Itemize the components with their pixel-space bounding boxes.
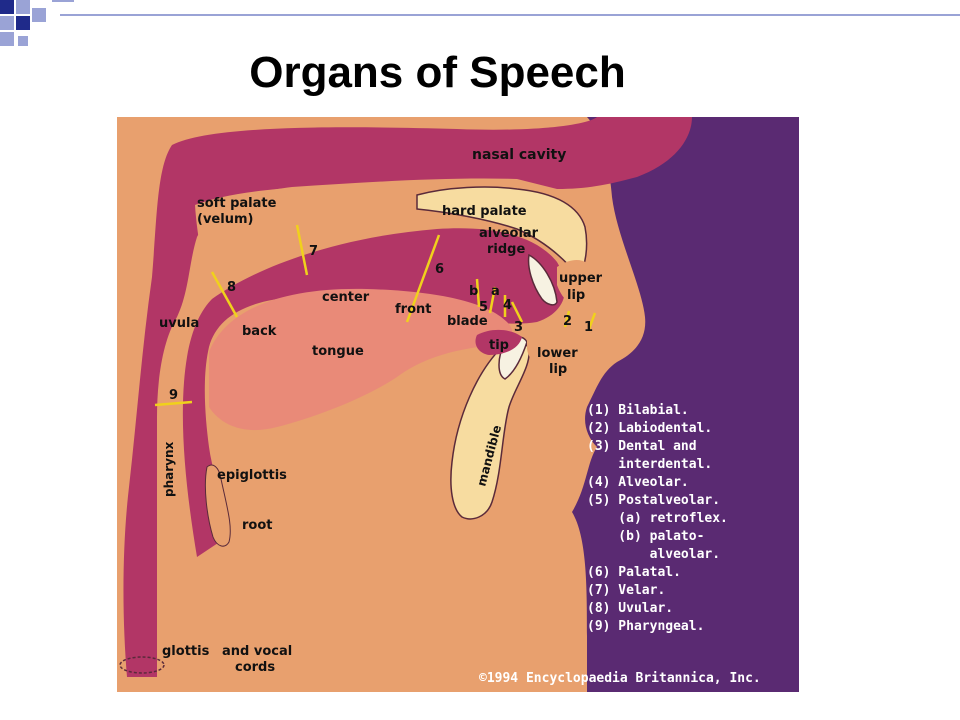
label-back: back <box>242 324 277 339</box>
number-5: 5 <box>479 300 488 315</box>
label-glottis: glottis <box>162 644 210 659</box>
soft-palate <box>195 185 527 299</box>
legend-line: (8) Uvular. <box>587 601 673 616</box>
corner-square <box>16 16 30 30</box>
corner-square <box>0 0 14 14</box>
label-upper: upper <box>559 271 603 286</box>
label-soft-palate: soft palate <box>197 196 277 211</box>
tongue-tip-shape <box>475 329 522 355</box>
label-epiglottis: epiglottis <box>217 468 287 483</box>
upper-lip-shape <box>557 260 599 308</box>
label-velum: (velum) <box>197 212 253 227</box>
corner-square <box>32 8 46 22</box>
purple-background <box>572 117 799 692</box>
legend: (1) Bilabial. (2) Labiodental. (3) Denta… <box>587 403 728 634</box>
label-front: front <box>395 302 431 317</box>
glottis-shape <box>119 656 165 674</box>
hard-palate-bone <box>416 186 588 279</box>
label-alveolar: alveolar <box>479 226 539 241</box>
legend-line: (7) Velar. <box>587 583 665 598</box>
number-3: 3 <box>514 320 523 335</box>
legend-line: (4) Alveolar. <box>587 475 689 490</box>
upper-teeth <box>527 253 558 306</box>
corner-square <box>52 0 74 2</box>
tongue-shape <box>209 288 513 431</box>
label-tongue: tongue <box>312 344 364 359</box>
label-ridge: ridge <box>487 242 525 257</box>
number-2: 2 <box>563 314 572 329</box>
label-center: center <box>322 290 370 305</box>
letter-b: b <box>469 284 478 299</box>
speech-organs-diagram: nasal cavity soft palate (velum) hard pa… <box>117 117 799 692</box>
label-blade: blade <box>447 314 488 329</box>
label-hard-palate: hard palate <box>442 204 527 219</box>
legend-line: (3) Dental and <box>587 439 697 454</box>
page-title: Organs of Speech <box>249 48 626 97</box>
label-lower-lip: lip <box>549 362 567 377</box>
epiglottis-shape <box>204 464 231 547</box>
number-7: 7 <box>309 244 318 259</box>
copyright-notice: ©1994 Encyclopaedia Britannica, Inc. <box>479 671 761 686</box>
number-1: 1 <box>584 320 593 335</box>
label-tip: tip <box>489 338 509 353</box>
label-cords: cords <box>235 660 275 675</box>
legend-line: (9) Pharyngeal. <box>587 619 704 634</box>
corner-square <box>0 16 14 30</box>
label-root: root <box>242 518 273 533</box>
legend-line: (5) Postalveolar. <box>587 493 720 508</box>
corner-square <box>18 36 28 46</box>
number-4: 4 <box>503 298 512 313</box>
legend-line: interdental. <box>587 457 712 472</box>
legend-line: (1) Bilabial. <box>587 403 689 418</box>
label-pharynx: pharynx <box>162 441 176 497</box>
label-nasal-cavity: nasal cavity <box>472 147 566 163</box>
legend-line: (6) Palatal. <box>587 565 681 580</box>
number-6: 6 <box>435 262 444 277</box>
legend-line: (a) retroflex. <box>587 511 728 526</box>
lower-lip-shape <box>527 331 584 375</box>
label-and-vocal: and vocal <box>222 644 292 659</box>
legend-line: alveolar. <box>587 547 720 562</box>
corner-rule <box>60 14 960 16</box>
letter-a: a <box>491 284 500 299</box>
legend-line: (2) Labiodental. <box>587 421 712 436</box>
corner-square <box>0 32 14 46</box>
label-uvula: uvula <box>159 316 199 331</box>
legend-line: (b) palato- <box>587 529 704 544</box>
arrows <box>154 224 597 407</box>
number-9: 9 <box>169 388 178 403</box>
label-lower: lower <box>537 346 578 361</box>
vocal-tract <box>123 117 692 677</box>
corner-square <box>16 0 30 14</box>
number-8: 8 <box>227 280 236 295</box>
label-upper-lip: lip <box>567 288 585 303</box>
